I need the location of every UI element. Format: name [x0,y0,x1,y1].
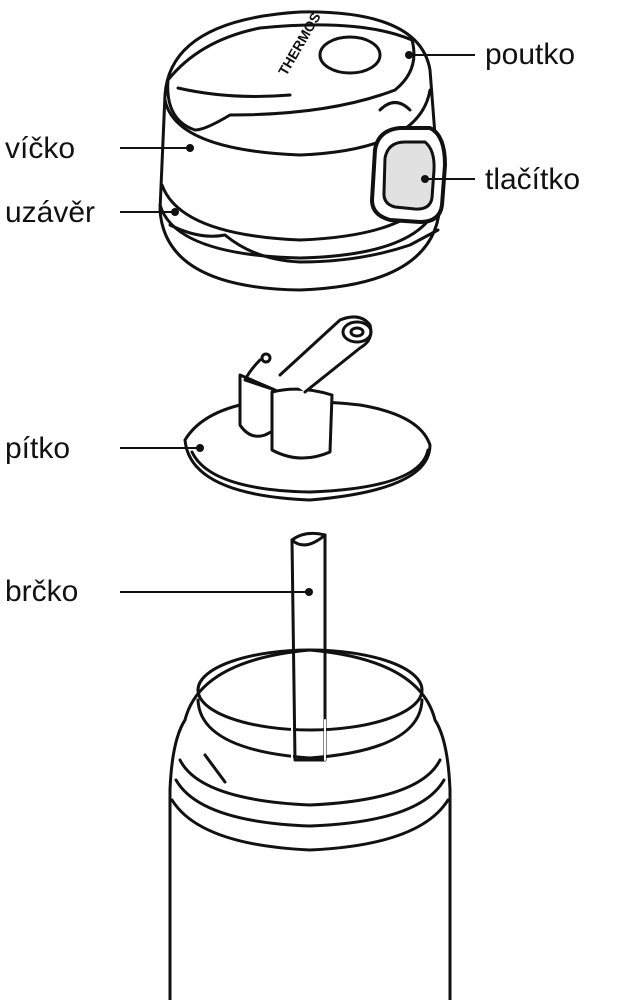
top-flap [166,23,416,132]
cap-pointer-dot [171,208,179,216]
bottle [168,648,452,1000]
label-spout: pítko [5,432,71,465]
label-cap: uzávěr [5,196,96,229]
cap-leader-line [120,211,175,213]
label-lid: víčko [5,132,76,165]
lid-pointer-dot [186,144,194,152]
strap-leader-line [409,54,475,56]
lid-assembly: THERMOS [158,10,447,292]
label-strap: poutko [485,38,576,71]
spout-leader-line [120,447,200,449]
lid-leader-line [120,147,190,149]
label-button: tlačítko [485,163,581,196]
logo-badge [318,35,382,75]
straw [290,531,327,762]
spout-assembly [183,315,432,502]
spout-pointer-dot [196,444,204,452]
button-leader-line [425,178,475,180]
label-straw: brčko [5,575,79,608]
straw-leader-line [120,591,310,593]
push-button [370,126,447,224]
